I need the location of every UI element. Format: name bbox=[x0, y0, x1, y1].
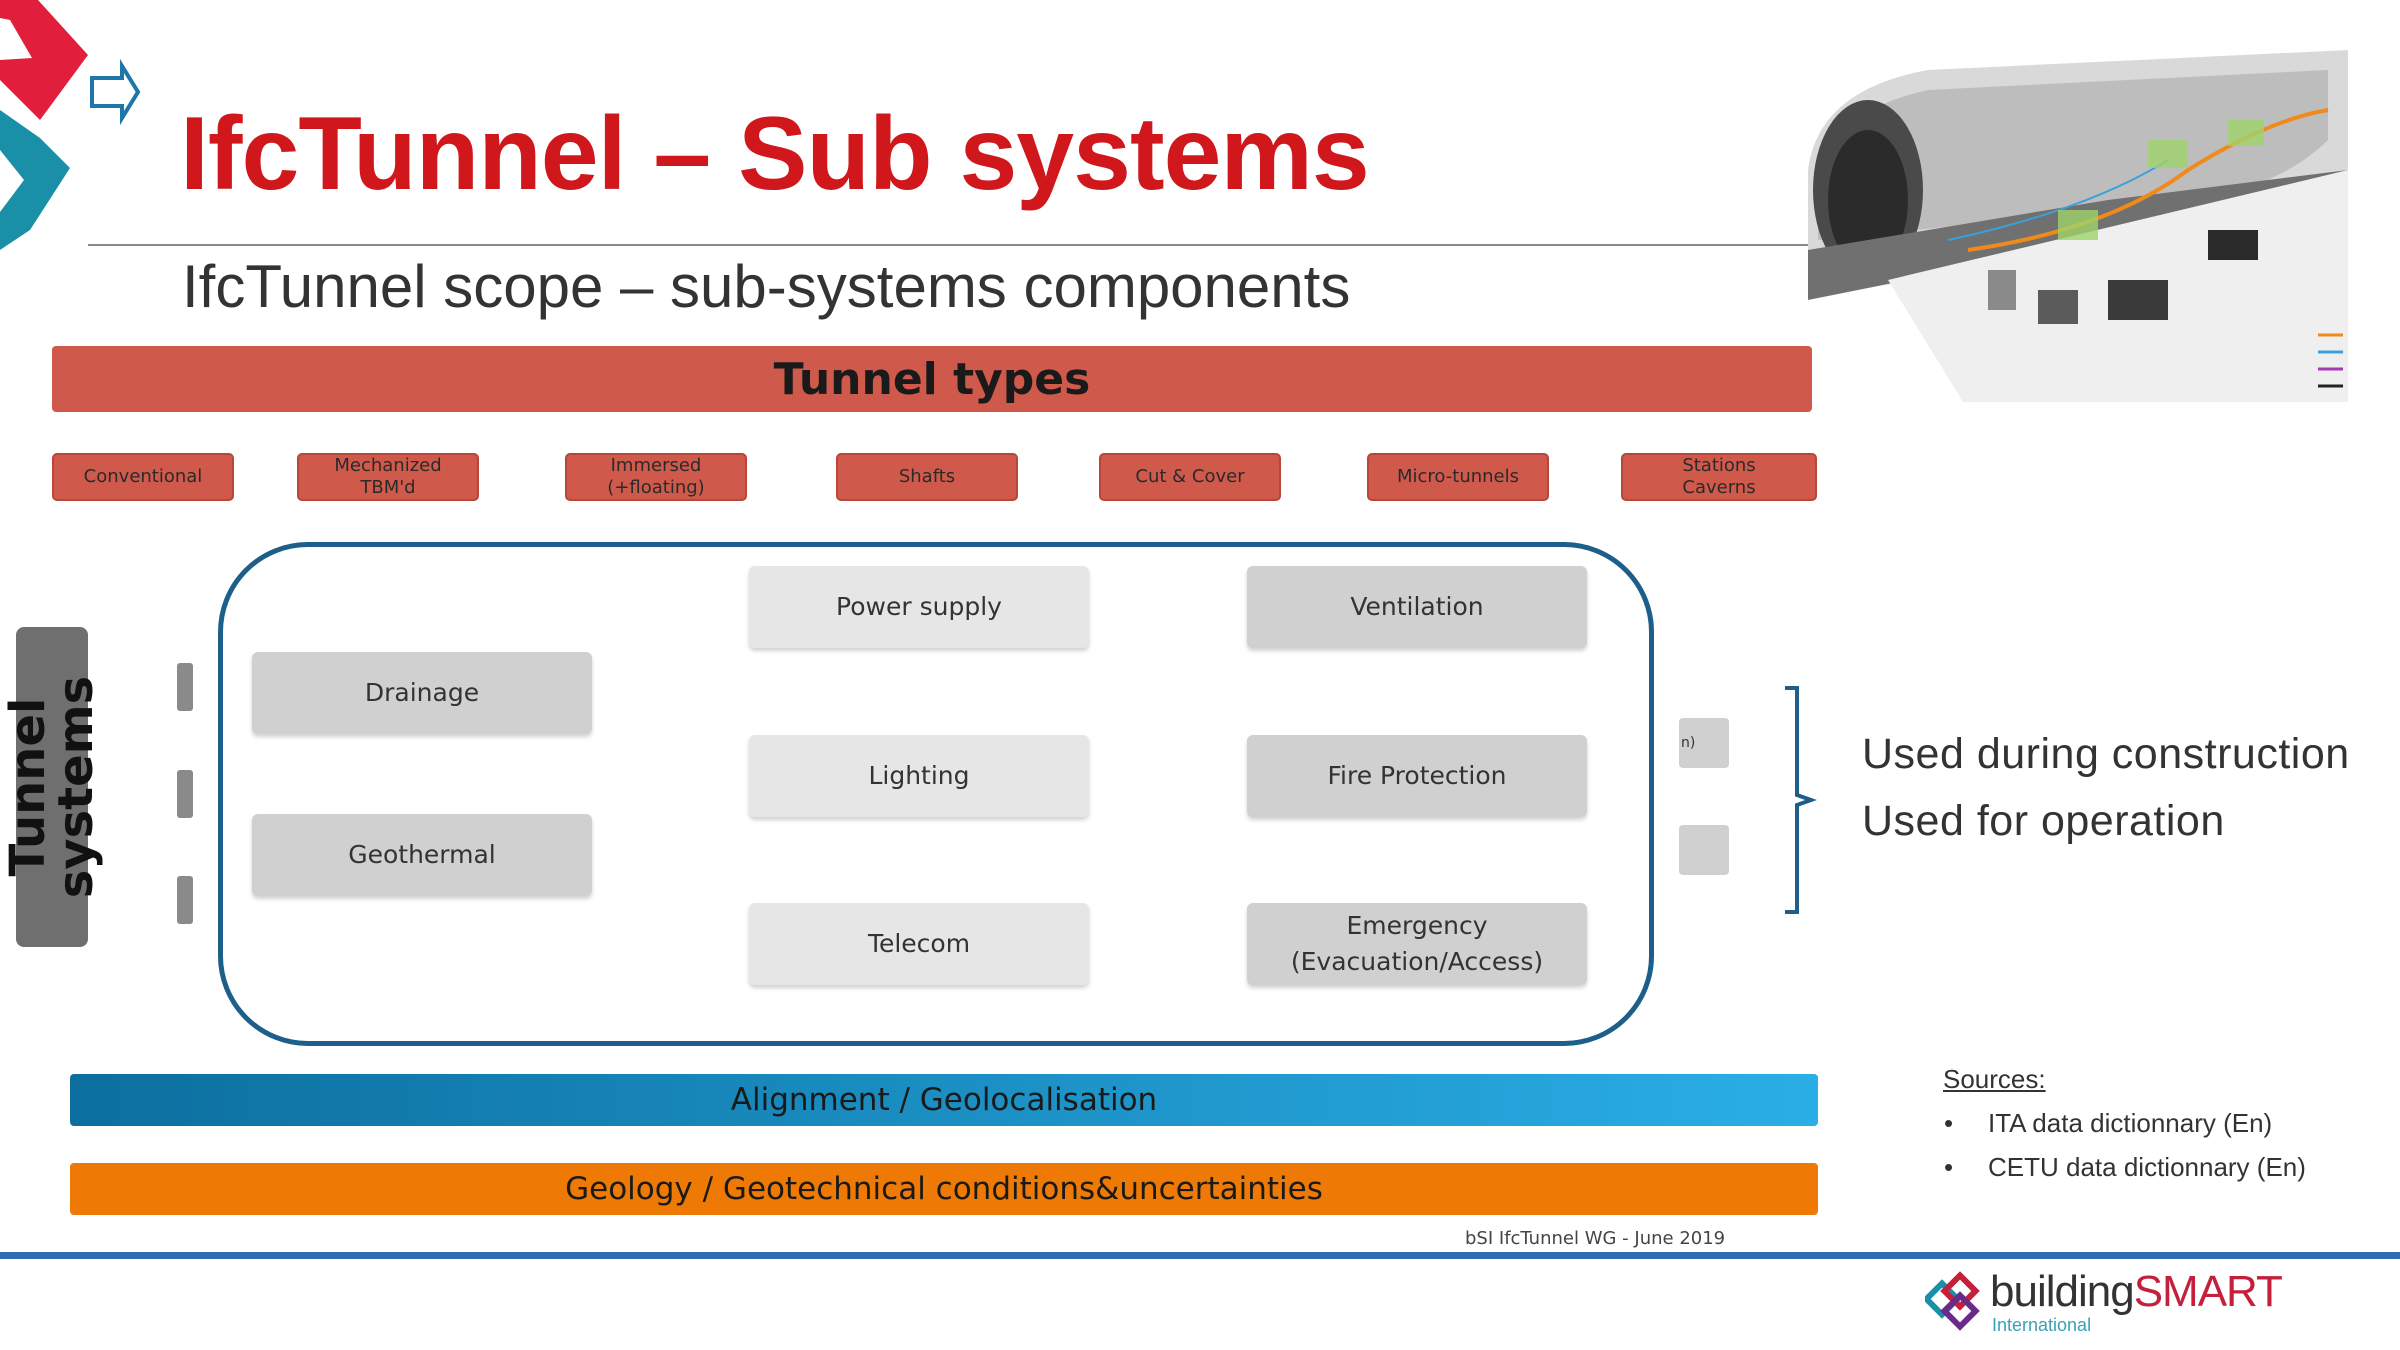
bullet-icon: • bbox=[1944, 1108, 1954, 1138]
connector-tick bbox=[177, 770, 193, 818]
tunnel-systems-label-line2: systems bbox=[48, 675, 104, 899]
slide-title: IfcTunnel – Sub systems bbox=[180, 96, 1370, 212]
tunnel-systems-label: Tunnel systems bbox=[0, 675, 104, 899]
tunnel-types-banner: Tunnel types bbox=[52, 346, 1812, 412]
geology-bar: Geology / Geotechnical conditions&uncert… bbox=[70, 1163, 1818, 1215]
title-divider bbox=[88, 244, 1828, 246]
footer-rule bbox=[0, 1252, 2400, 1259]
source-item-text: ITA data dictionnary (En) bbox=[1988, 1108, 2273, 1138]
system-fire-protection: Fire Protection bbox=[1247, 735, 1587, 817]
tunnel-systems-side-panel bbox=[16, 627, 88, 947]
tunnel-systems-label-line1: Tunnel bbox=[0, 697, 56, 877]
system-ventilation: Ventilation bbox=[1247, 566, 1587, 648]
tunnel-type-immersed: Immersed (+floating) bbox=[565, 453, 747, 501]
connector-tick bbox=[177, 663, 193, 711]
slide-subtitle: IfcTunnel scope – sub-systems components bbox=[182, 253, 1351, 320]
tunnel-type-mechanized: Mechanized TBM'd bbox=[297, 453, 479, 501]
sources-heading: Sources: bbox=[1943, 1064, 2046, 1094]
system-geothermal: Geothermal bbox=[252, 814, 592, 896]
system-lighting: Lighting bbox=[749, 735, 1089, 817]
source-item-text: CETU data dictionnary (En) bbox=[1988, 1152, 2306, 1182]
system-telecom: Telecom bbox=[749, 903, 1089, 985]
source-item: • ITA data dictionnary (En) bbox=[1944, 1108, 2272, 1139]
tunnel-type-cut-cover: Cut & Cover bbox=[1099, 453, 1281, 501]
brand-word-building: building bbox=[1990, 1267, 2135, 1316]
partial-box-right: n) bbox=[1679, 718, 1729, 768]
tunnel-systems-frame bbox=[218, 542, 1654, 1046]
bullet-icon: • bbox=[1944, 1152, 1954, 1182]
buildingsmart-subtitle: International bbox=[1992, 1315, 2092, 1335]
usage-construction: Used during construction bbox=[1862, 730, 2350, 778]
alignment-bar: Alignment / Geolocalisation bbox=[70, 1074, 1818, 1126]
system-drainage: Drainage bbox=[252, 652, 592, 734]
usage-operation: Used for operation bbox=[1862, 797, 2225, 845]
corner-logo bbox=[0, 0, 141, 250]
footnote: bSI IfcTunnel WG - June 2019 bbox=[1465, 1228, 1726, 1249]
brand-word-smart: SMART bbox=[2133, 1267, 2283, 1316]
source-item: • CETU data dictionnary (En) bbox=[1944, 1152, 2306, 1183]
tunnel-type-shafts: Shafts bbox=[836, 453, 1018, 501]
system-emergency: Emergency (Evacuation/Access) bbox=[1247, 903, 1587, 985]
buildingsmart-wordmark: buildingSMART bbox=[1990, 1267, 2283, 1317]
tunnel-type-stations: Stations Caverns bbox=[1621, 453, 1817, 501]
tunnel-type-micro-tunnels: Micro-tunnels bbox=[1367, 453, 1549, 501]
connector-tick bbox=[177, 876, 193, 924]
buildingsmart-logo-icon bbox=[1925, 1271, 1980, 1331]
partial-box-right bbox=[1679, 825, 1729, 875]
tunnel-network-illustration bbox=[1808, 50, 2352, 402]
brace-icon bbox=[1785, 686, 1817, 914]
tunnel-type-conventional: Conventional bbox=[52, 453, 234, 501]
system-power-supply: Power supply bbox=[749, 566, 1089, 648]
